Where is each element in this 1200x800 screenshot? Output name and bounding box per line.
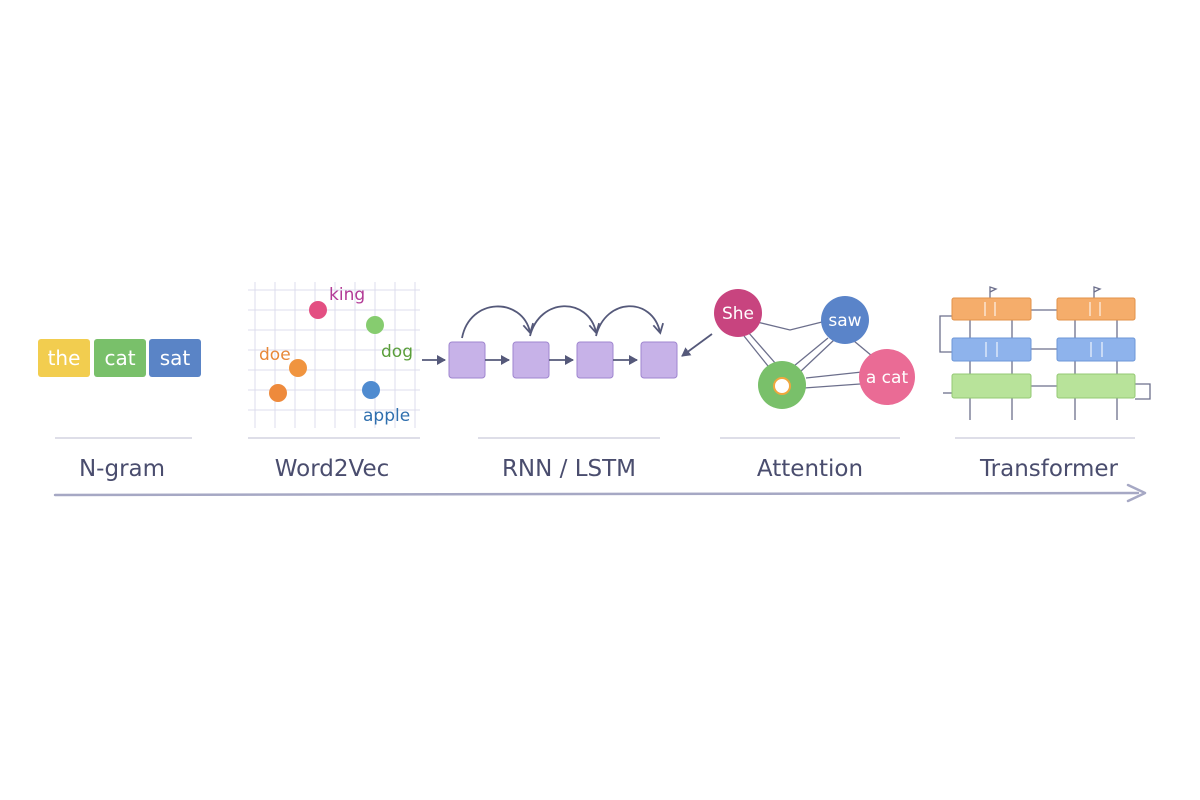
word-dog: dog [381,342,413,362]
point-doe [289,359,307,377]
attention-input-arrow [681,333,713,357]
attention-node-saw [821,296,869,344]
word2vec-illustration: king doe dog apple [248,282,420,439]
rnn-cell-2 [512,341,550,379]
attention-label-a-cat: a cat [866,368,909,388]
ngram-illustration: the cat sat [38,339,201,439]
tf-blue-block-left [951,337,1032,362]
point-dog [366,316,384,334]
tf-green-block-left [951,373,1032,399]
rnn-cell-3 [576,341,614,379]
tf-block-details [984,302,1103,357]
stage-label-word2vec: Word2Vec [275,456,390,482]
attention-label-she: She [722,304,754,324]
transformer-illustration [939,286,1151,439]
attention-node-she [714,289,762,337]
stage-label-attention: Attention [757,456,863,482]
word-doe: doe [259,345,291,365]
attention-node-a-cat [859,349,915,405]
point-king [309,301,327,319]
attention-edges [743,321,873,389]
word-apple: apple [363,406,410,426]
token-box-cat [94,339,146,377]
stage-label-rnn-lstm: RNN / LSTM [502,456,636,482]
timeline-arrow [53,483,1147,503]
point-apple [362,381,380,399]
word-king: king [329,285,365,305]
token-box-sat [149,339,201,377]
rnn-cell-1 [448,341,486,379]
tf-green-block-right [1056,373,1136,399]
token-sat: sat [160,346,191,370]
rnn-recurrent-arc-3 [595,305,664,337]
tf-orange-block-right [1056,297,1136,321]
rnn-cell-4 [640,341,678,379]
point-doe-2 [269,384,287,402]
rnn-illustration [422,305,678,439]
embedding-grid [248,282,420,428]
token-the: the [48,346,81,370]
attention-illustration: She saw a cat [681,289,915,439]
attention-node-center-dot [773,377,791,395]
rnn-recurrent-arc-1 [461,305,534,339]
rnn-recurrent-arc-2 [529,305,600,337]
transformer-connectors [939,286,1151,420]
stage-label-transformer: Transformer [979,456,1119,482]
tf-blue-block-right [1056,337,1136,362]
stage-label-ngram: N-gram [79,456,165,482]
attention-label-saw: saw [828,311,861,331]
token-box-the [38,339,90,377]
tf-orange-block-left [951,297,1032,321]
token-cat: cat [104,346,135,370]
